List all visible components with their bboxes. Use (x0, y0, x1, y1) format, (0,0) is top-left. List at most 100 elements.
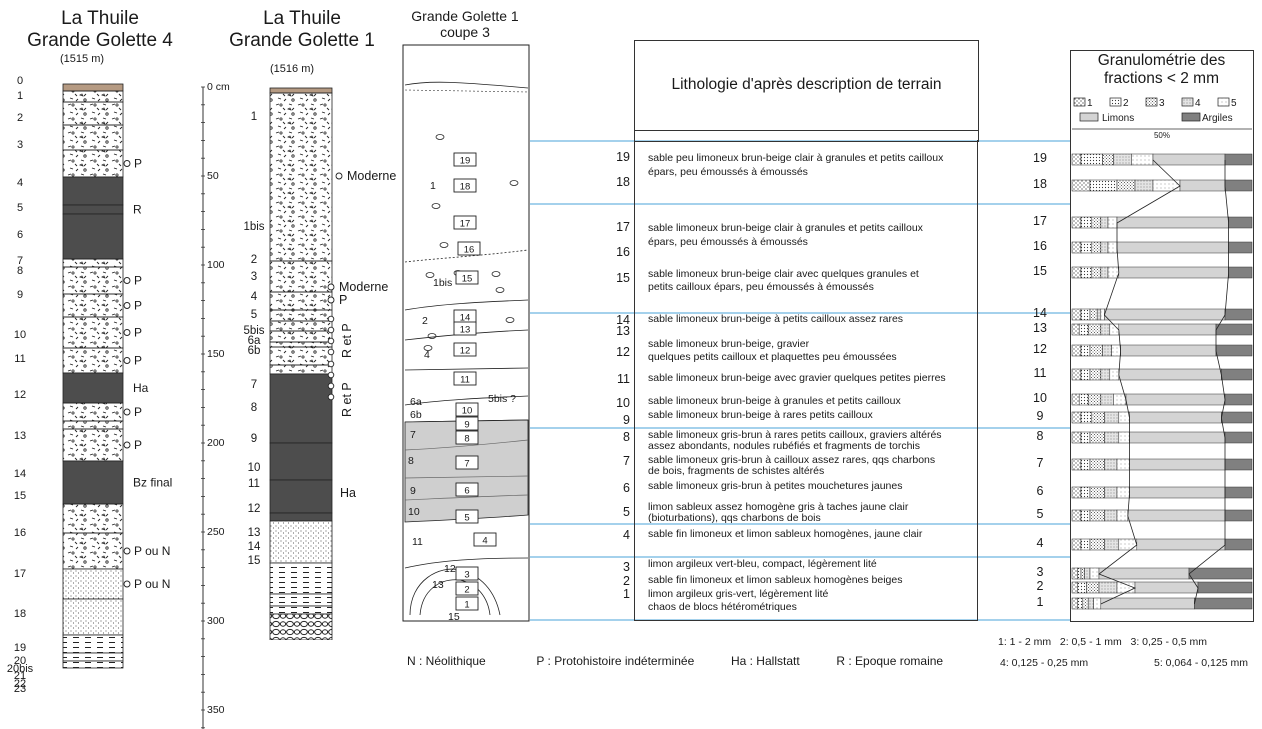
granulo-fraction-2 (1081, 487, 1090, 498)
granulo-fraction-4 (1101, 267, 1108, 278)
gg4-marker-dot (124, 409, 130, 415)
gg4-marker-dot (124, 358, 130, 364)
lithology-description: sable peu limoneux brun-beige clair à gr… (648, 152, 943, 164)
lithology-row-number: 18 (610, 175, 630, 189)
gg4-layer-1 (63, 91, 123, 102)
granulo-fraction-3 (1088, 394, 1101, 405)
granulo-argiles-bar (1225, 539, 1252, 550)
lithology-row-number: 7 (610, 454, 630, 468)
granulo-header-line2: fractions < 2 mm (1070, 70, 1253, 88)
granulo-argiles-bar (1189, 568, 1252, 579)
granulo-fraction-1 (1072, 394, 1079, 405)
granulo-sample-number: 4 (1030, 536, 1050, 550)
coupe-title-line2: coupe 3 (390, 24, 540, 40)
gg4-layer-19 (63, 533, 123, 569)
granulo-argiles-bar (1225, 487, 1252, 498)
lithology-row-number: 12 (610, 345, 630, 359)
gg1-layer-label: 8 (251, 402, 257, 414)
scale-tick-label: 50 (207, 170, 219, 182)
gg4-marker-dot (124, 278, 130, 284)
coupe-layer-label: 5bis ? (488, 393, 516, 405)
granulo-fraction-3 (1103, 154, 1114, 165)
gg4-marker-dot (124, 548, 130, 554)
gg4-title-line2: Grande Golette 4 (0, 30, 200, 52)
gg4-title: La Thuile Grande Golette 4 (0, 8, 200, 52)
granulo-fraction-2 (1081, 412, 1092, 423)
gg4-period-label: P (134, 354, 142, 368)
gg1-layer-10 (270, 513, 332, 521)
lithology-description: chaos de blocs hétérométriques (648, 601, 797, 613)
granulo-sample-number: 12 (1030, 342, 1050, 356)
lithology-row-number: 16 (610, 245, 630, 259)
granulo-fraction-1 (1072, 180, 1090, 191)
coupe-layer-label: 10 (408, 506, 420, 518)
granulo-sample-number: 16 (1030, 239, 1050, 253)
scale-tick-label: 0 cm (207, 81, 230, 93)
granulo-fraction-5 (1117, 459, 1130, 470)
granulo-limons-bar (1119, 267, 1229, 278)
gg4-title-line1: La Thuile (0, 8, 200, 30)
gg4-layer-7 (63, 214, 123, 259)
granulo-fraction-4 (1104, 459, 1117, 470)
granulo-fraction-4 (1101, 324, 1110, 335)
granulo-fraction-4 (1101, 394, 1114, 405)
granulo-mid-tick: 50% (1154, 131, 1170, 138)
gg1-vertical-marker: R et P (340, 382, 354, 417)
granulo-fraction-1 (1072, 154, 1081, 165)
size-legend-4: 4: 0,125 - 0,25 mm (1000, 657, 1088, 669)
lithology-description: épars, peu émoussés à émoussés (648, 166, 808, 178)
lithology-description: assez abondants, nodules rubéfiés et fra… (648, 440, 920, 452)
gg4-layer-label: 12 (14, 389, 26, 401)
granulo-fraction-2 (1081, 345, 1090, 356)
lithology-description: limon argileux gris-vert, légèrement lit… (648, 588, 828, 600)
lithology-bottom-border (634, 620, 978, 621)
granulo-fraction-5 (1117, 582, 1135, 593)
granulo-fraction-3 (1092, 217, 1101, 228)
granulo-fraction-5 (1101, 309, 1105, 320)
lithology-description: sable limoneux brun-beige à rares petits… (648, 409, 873, 421)
gg1-layer-12 (270, 563, 332, 594)
granulo-sample-number: 2 (1030, 579, 1050, 593)
gg4-layer-label: 10 (14, 329, 26, 341)
gg4-layer-17 (63, 461, 123, 504)
granulo-fraction-1 (1072, 510, 1081, 521)
coupe-sample-number: 6 (464, 486, 469, 497)
granulo-fraction-3 (1090, 510, 1104, 521)
granulo-sample-number: 5 (1030, 507, 1050, 521)
granulo-argiles-bar (1225, 180, 1252, 191)
gg4-period-label: P (134, 157, 142, 171)
gg1-layer-label: 7 (251, 379, 257, 391)
granulo-fraction-3 (1117, 180, 1135, 191)
granulo-fraction-2 (1079, 324, 1088, 335)
granulo-fraction-5 (1119, 539, 1137, 550)
gg1-layer-label: 9 (251, 433, 257, 445)
coupe-layer-label: 8 (408, 455, 414, 467)
granulo-sample-number: 18 (1030, 177, 1050, 191)
scale-tick-label: 100 (207, 259, 225, 271)
granulo-limons-bar (1130, 432, 1225, 443)
granulo-limons-bar (1153, 154, 1225, 165)
granulo-fraction-1 (1072, 369, 1081, 380)
granulo-fraction-5 (1108, 217, 1117, 228)
lithology-description: limon argileux vert-bleu, compact, légèr… (648, 558, 877, 570)
granulo-fraction-5 (1108, 267, 1119, 278)
gg1-marker-dot (328, 349, 334, 355)
lithology-description: quelques petits cailloux et plaquettes p… (648, 351, 897, 363)
granulo-legend-label: 1 (1087, 98, 1093, 109)
gg1-marker-dot (328, 372, 334, 378)
granulo-legend: 12345LimonsArgiles50% (1072, 96, 1252, 138)
granulo-limons-bar (1135, 582, 1198, 593)
granulo-limons-bar (1180, 180, 1225, 191)
granulo-fraction-4 (1104, 539, 1118, 550)
gg1-marker-dot (328, 297, 334, 303)
granulo-argiles-bar (1221, 412, 1252, 423)
gg4-layer-label: 6 (17, 229, 23, 241)
gg4-layer-label: 3 (17, 139, 23, 151)
coupe-sample-number: 3 (464, 570, 469, 581)
lithology-description: sable limoneux gris-brun à petites mouch… (648, 480, 902, 492)
granulo-fraction-1 (1072, 345, 1081, 356)
granulo-fraction-3 (1090, 309, 1097, 320)
scale-tick-label: 150 (207, 348, 225, 360)
gg4-layer-label: 13 (14, 430, 26, 442)
coupe-layer-label: 1bis (433, 277, 452, 289)
